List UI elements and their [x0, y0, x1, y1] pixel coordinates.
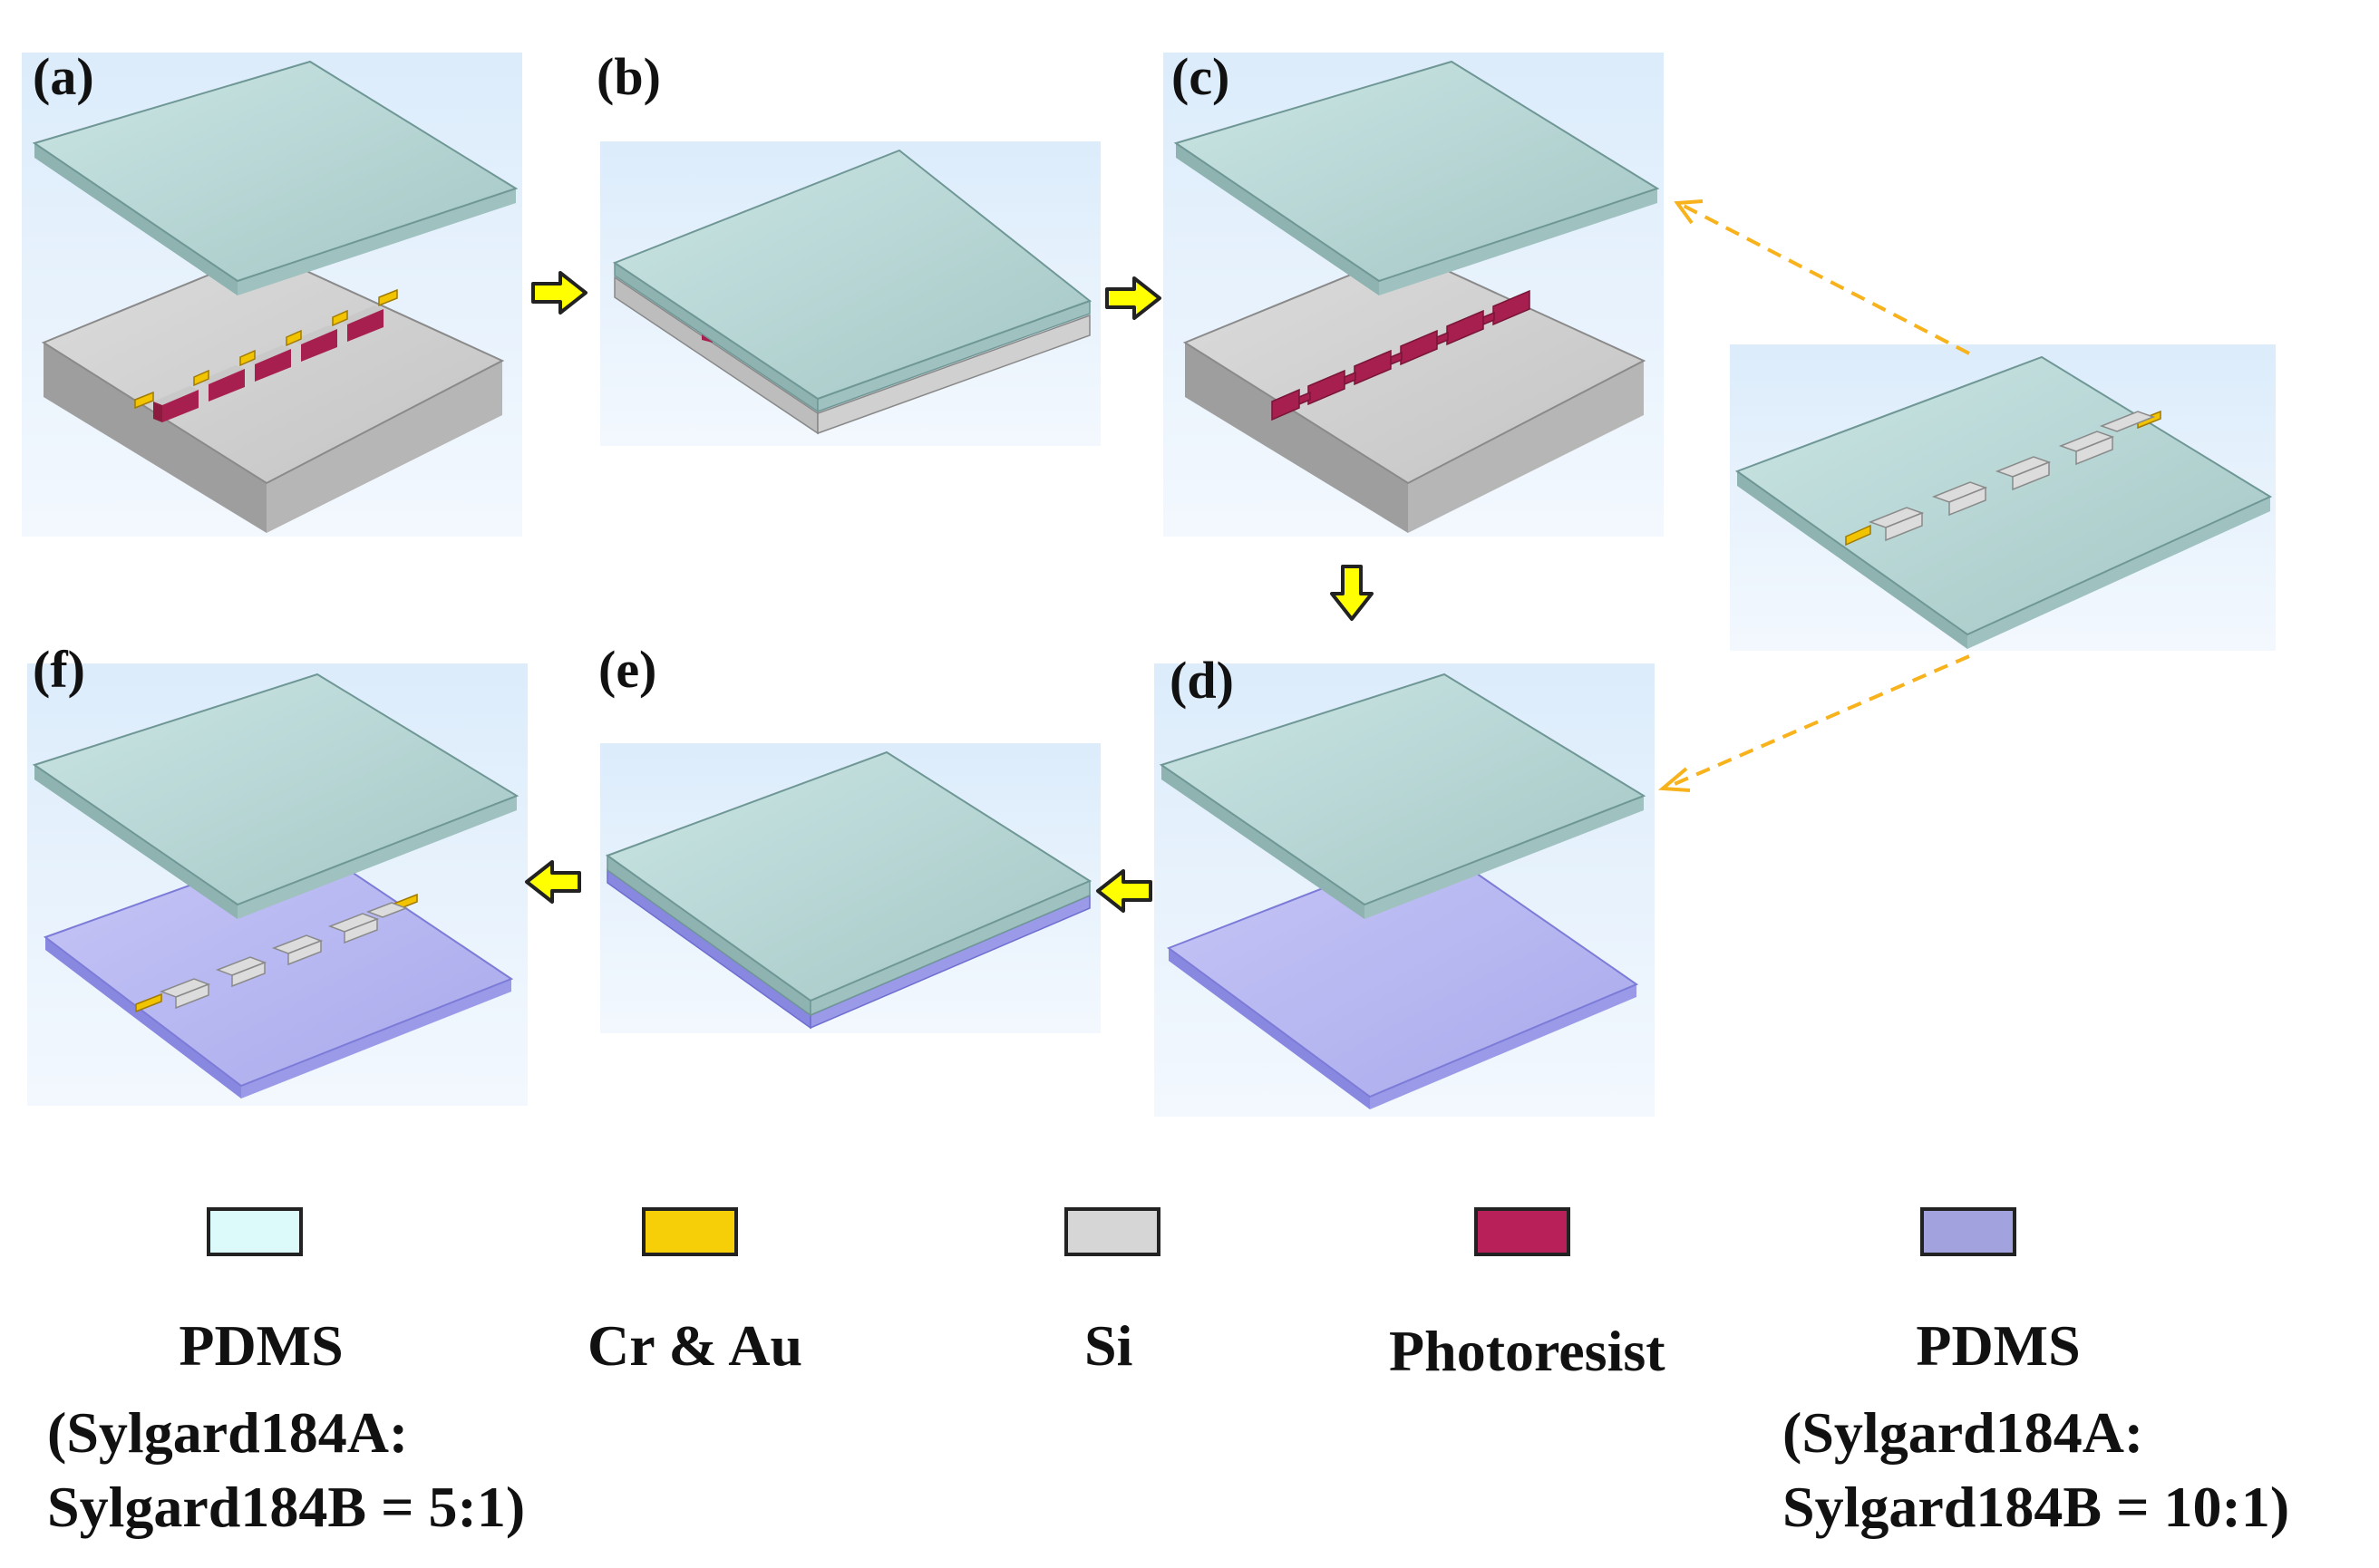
pdms-plate-top: [32, 60, 519, 283]
legend-swatch-si: [1064, 1207, 1160, 1256]
panel-a: [22, 53, 522, 537]
pdms-plate-side-right: [1967, 497, 2270, 649]
panel-label-d: (d): [1170, 651, 1234, 710]
pdms-plate-top: [1734, 355, 2273, 636]
pdms-plate-side-left: [34, 765, 238, 919]
panel-peeled-electrode: [1730, 344, 2276, 651]
si-block-side-right: [1408, 361, 1644, 533]
pdms-plate-side-left: [1737, 471, 1967, 649]
pdms-soft-side-right: [241, 979, 511, 1099]
legend-pdms-10to1-line3: Sylgard184B = 10:1): [1782, 1475, 2290, 1539]
pdms-plate-top: [1173, 60, 1660, 283]
pdms-plate-top: [612, 149, 1092, 401]
pdms-plate-side-right: [1364, 796, 1644, 919]
panel-e: [600, 743, 1101, 1033]
arrow-b-to-c: [1104, 276, 1162, 321]
photoresist-pattern: [153, 305, 384, 422]
pdms-plate-side-left: [1176, 143, 1379, 295]
panel-label-e: (e): [598, 640, 657, 699]
legend-pdms-5to1-line1: PDMS: [179, 1313, 344, 1378]
gold-electrode: [134, 288, 398, 410]
panel-f: [27, 663, 528, 1106]
legend-swatch-photoresist: [1474, 1207, 1570, 1256]
pdms-plate-side-right: [238, 796, 517, 919]
arrow-c-to-d: [1330, 565, 1374, 621]
legend-cr-au: Cr & Au: [587, 1313, 803, 1378]
dashed-arrow-transfer: [1657, 199, 1970, 792]
legend-photoresist: Photoresist: [1389, 1319, 1665, 1383]
pdms-plate-side-right: [238, 189, 516, 295]
panel-d: [1154, 663, 1655, 1117]
photoresist-pattern: [1271, 289, 1530, 421]
legend-pdms-10to1-line2: (Sylgard184A:: [1782, 1400, 2144, 1465]
legend-pdms-5to1-line3: Sylgard184B = 5:1): [47, 1475, 526, 1539]
legend-swatch-pdms-10to1: [1920, 1207, 2016, 1256]
legend-pdms-10to1-line1: PDMS: [1916, 1313, 2081, 1378]
pdms-plate-side-right: [1379, 189, 1657, 295]
pdms-plate-top: [32, 673, 519, 906]
pdms-soft-side-left: [1169, 948, 1370, 1109]
arrow-e-to-f: [525, 860, 581, 904]
panel-label-b: (b): [597, 47, 661, 106]
legend-si: Si: [1084, 1313, 1133, 1378]
gold-electrode: [1845, 410, 2161, 547]
electrode-pads: [1868, 411, 2156, 542]
panel-label-a: (a): [33, 47, 94, 106]
pdms-plate-top: [605, 750, 1092, 1002]
panel-label-f: (f): [33, 640, 85, 699]
panel-b: [600, 141, 1101, 446]
panel-label-c: (c): [1171, 47, 1230, 106]
si-block-side-left: [44, 343, 267, 533]
si-layer-right: [817, 314, 1091, 435]
panel-c: [1163, 53, 1664, 537]
si-block-side-left: [1185, 343, 1408, 533]
arrow-a-to-b: [530, 270, 588, 315]
si-block-side-right: [267, 361, 502, 533]
electrode-pads: [159, 902, 409, 1010]
legend-swatch-cr-au: [642, 1207, 738, 1256]
pdms-soft-side-right: [1370, 984, 1636, 1109]
arrow-d-to-e: [1096, 869, 1152, 913]
legend-swatch-pdms-5to1: [207, 1207, 303, 1256]
pdms-plate-side-left: [34, 143, 238, 295]
pdms-soft-side-left: [45, 937, 241, 1099]
legend-pdms-5to1-line2: (Sylgard184A:: [47, 1400, 409, 1465]
pdms-plate-top: [1159, 673, 1646, 906]
pdms-plate-side-left: [1161, 765, 1364, 919]
